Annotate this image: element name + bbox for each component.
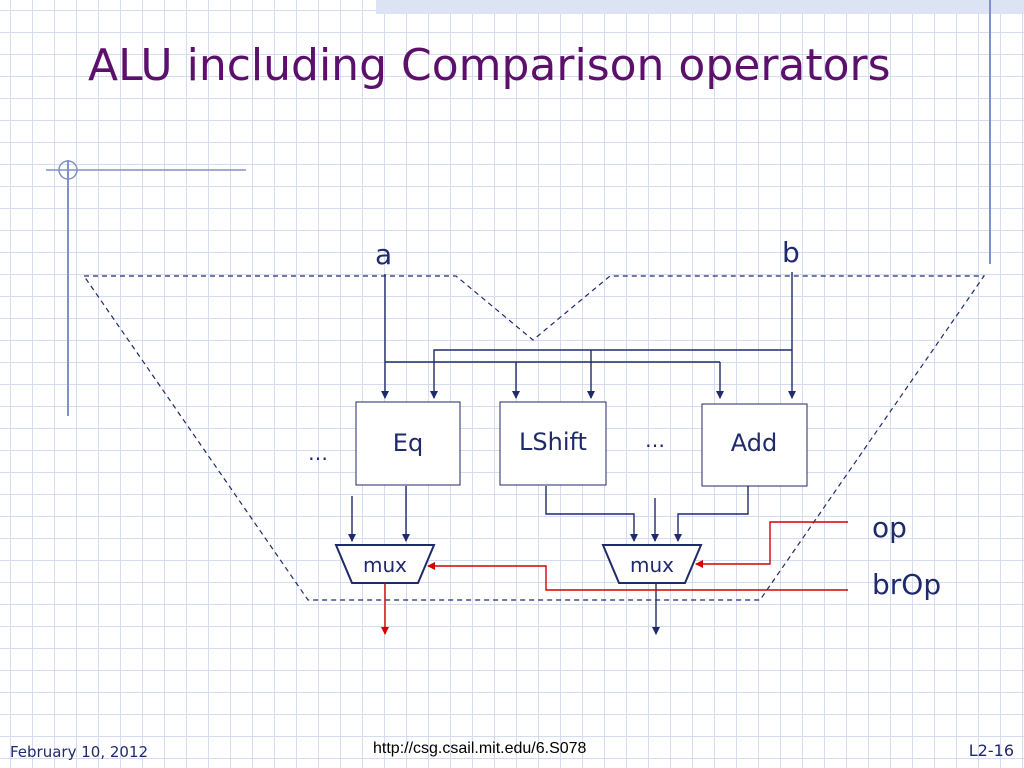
title-circle: [58, 160, 78, 180]
slide-decoration: [46, 0, 1024, 416]
block-output-wires: [348, 486, 749, 542]
wire-b-to-eq: [430, 349, 792, 399]
lshift-label: LShift: [519, 428, 587, 456]
ellipsis-middle: …: [645, 428, 665, 452]
add-block: Add: [701, 403, 808, 487]
mux-result-label: mux: [630, 553, 674, 577]
lshift-block: LShift: [499, 401, 607, 486]
ellipsis-left: …: [308, 441, 328, 465]
input-b-label: b: [782, 236, 800, 269]
wire-lshift-to-mux2: [545, 486, 638, 542]
mux-comparison: mux: [334, 544, 436, 584]
op-label: op: [872, 511, 907, 544]
input-wires: [381, 272, 796, 399]
control-wires: [427, 521, 848, 591]
op-control-wire: [695, 521, 848, 568]
footer-page-number: L2-16: [968, 741, 1014, 760]
slide-title: ALU including Comparison operators: [88, 40, 891, 91]
brop-control-wire: [427, 562, 848, 591]
mux-result: mux: [601, 544, 703, 584]
footer-date: February 10, 2012: [10, 743, 149, 761]
eq-block: Eq: [355, 401, 461, 486]
eq-label: Eq: [393, 429, 423, 457]
mux-comparison-label: mux: [363, 553, 407, 577]
add-label: Add: [731, 429, 777, 457]
footer-url[interactable]: http://csg.csail.mit.edu/6.S078: [373, 740, 587, 757]
input-a-label: a: [375, 238, 392, 271]
top-band: [376, 0, 1024, 14]
wire-add-to-mux2: [674, 486, 749, 542]
brop-label: brOp: [872, 568, 941, 601]
alu-boundary: [82, 275, 986, 601]
